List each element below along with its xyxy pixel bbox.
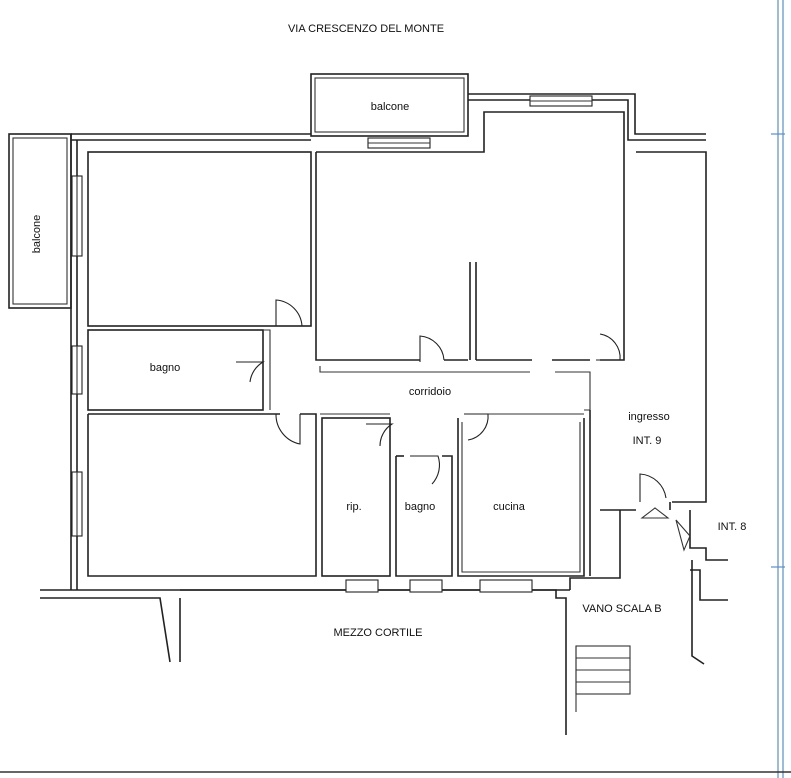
room-bottom-left [87, 413, 317, 577]
stairs [575, 645, 631, 712]
label-rip: rip. [346, 501, 361, 513]
balcony-top [310, 73, 469, 137]
corridor [263, 329, 591, 415]
label-corridoio: corridoio [409, 386, 451, 398]
label-bagno-small: bagno [405, 501, 436, 513]
right-wall [636, 151, 707, 503]
windows [71, 95, 593, 593]
label-stair: VANO SCALA B [582, 603, 661, 615]
room-bagno-left [87, 329, 264, 411]
room-rip [321, 417, 391, 577]
label-bagno-left: bagno [150, 362, 181, 374]
label-ingresso: ingresso [628, 411, 670, 423]
room-top-right [315, 111, 625, 361]
room-ingresso [589, 410, 671, 576]
label-int8: INT. 8 [718, 521, 747, 533]
label-balcone-top: balcone [371, 101, 410, 113]
labels: VIA CRESCENZO DEL MONTE balcone balcone … [31, 23, 746, 639]
doors [236, 299, 667, 502]
room-bagno-small [395, 455, 453, 577]
margin-lines [771, 0, 785, 778]
label-balcone-left: balcone [31, 215, 43, 254]
room-cucina [457, 418, 585, 577]
label-courtyard: MEZZO CORTILE [333, 627, 422, 639]
landing [640, 507, 728, 665]
label-cucina: cucina [493, 501, 526, 513]
room-top-left [87, 151, 312, 327]
street-label: VIA CRESCENZO DEL MONTE [288, 23, 444, 35]
label-int9: INT. 9 [633, 435, 662, 447]
